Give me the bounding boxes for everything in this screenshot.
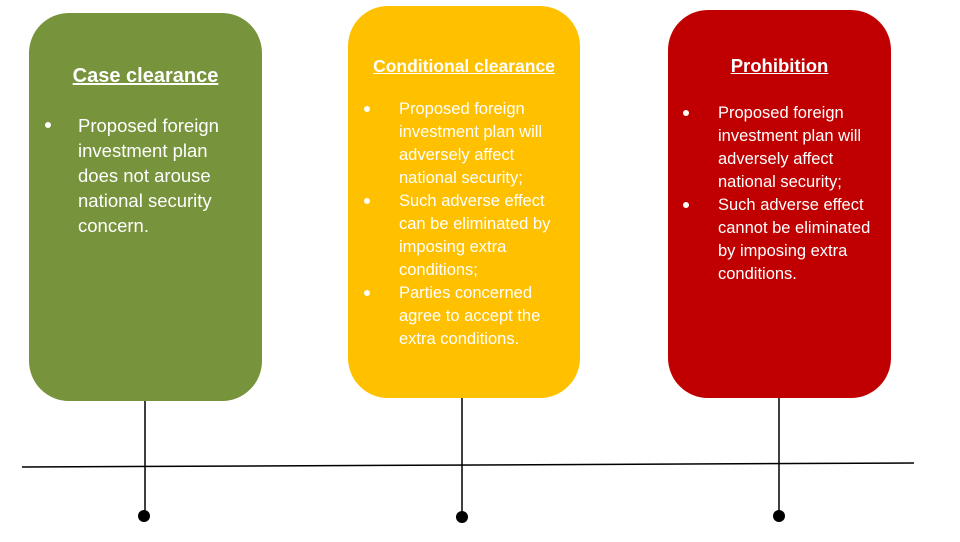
timeline-axis <box>21 462 915 468</box>
bullet-dot-icon <box>364 290 370 296</box>
bullet-dot-icon <box>683 110 689 116</box>
bullet-dot-icon <box>683 202 689 208</box>
card-title: Conditional clearance <box>373 56 555 76</box>
list-item-text: Proposed foreign investment plan will ad… <box>718 104 862 191</box>
list-item: Proposed foreign investment plan does no… <box>45 113 252 238</box>
bullet-list: Proposed foreign investment plan does no… <box>45 113 252 238</box>
bullet-list: Proposed foreign investment plan will ad… <box>683 102 885 286</box>
bullet-list: Proposed foreign investment plan will ad… <box>364 98 572 351</box>
list-item: Such adverse effect can be eliminated by… <box>364 190 572 282</box>
timeline-dot-case-clearance <box>138 510 150 522</box>
bullet-dot-icon <box>45 122 51 128</box>
case-clearance-card: Case clearance Proposed foreign investme… <box>29 13 262 401</box>
list-item-text: Such adverse effect cannot be eliminated… <box>718 196 871 283</box>
timeline-dot-conditional-clearance <box>456 511 468 523</box>
list-item-text: Proposed foreign investment plan does no… <box>78 115 219 236</box>
bullet-dot-icon <box>364 106 370 112</box>
prohibition-card: Prohibition Proposed foreign investment … <box>668 10 891 398</box>
list-item: Proposed foreign investment plan will ad… <box>364 98 572 190</box>
list-item-text: Such adverse effect can be eliminated by… <box>399 192 551 279</box>
list-item: Such adverse effect cannot be eliminated… <box>683 194 885 286</box>
card-title: Case clearance <box>72 65 219 87</box>
timeline-dot-prohibition <box>773 510 785 522</box>
list-item-text: Parties concerned agree to accept the ex… <box>399 284 541 348</box>
list-item: Parties concerned agree to accept the ex… <box>364 282 572 351</box>
card-title: Prohibition <box>730 55 829 76</box>
conditional-clearance-card: Conditional clearance Proposed foreign i… <box>348 6 580 398</box>
list-item: Proposed foreign investment plan will ad… <box>683 102 885 194</box>
list-item-text: Proposed foreign investment plan will ad… <box>399 100 543 187</box>
bullet-dot-icon <box>364 198 370 204</box>
